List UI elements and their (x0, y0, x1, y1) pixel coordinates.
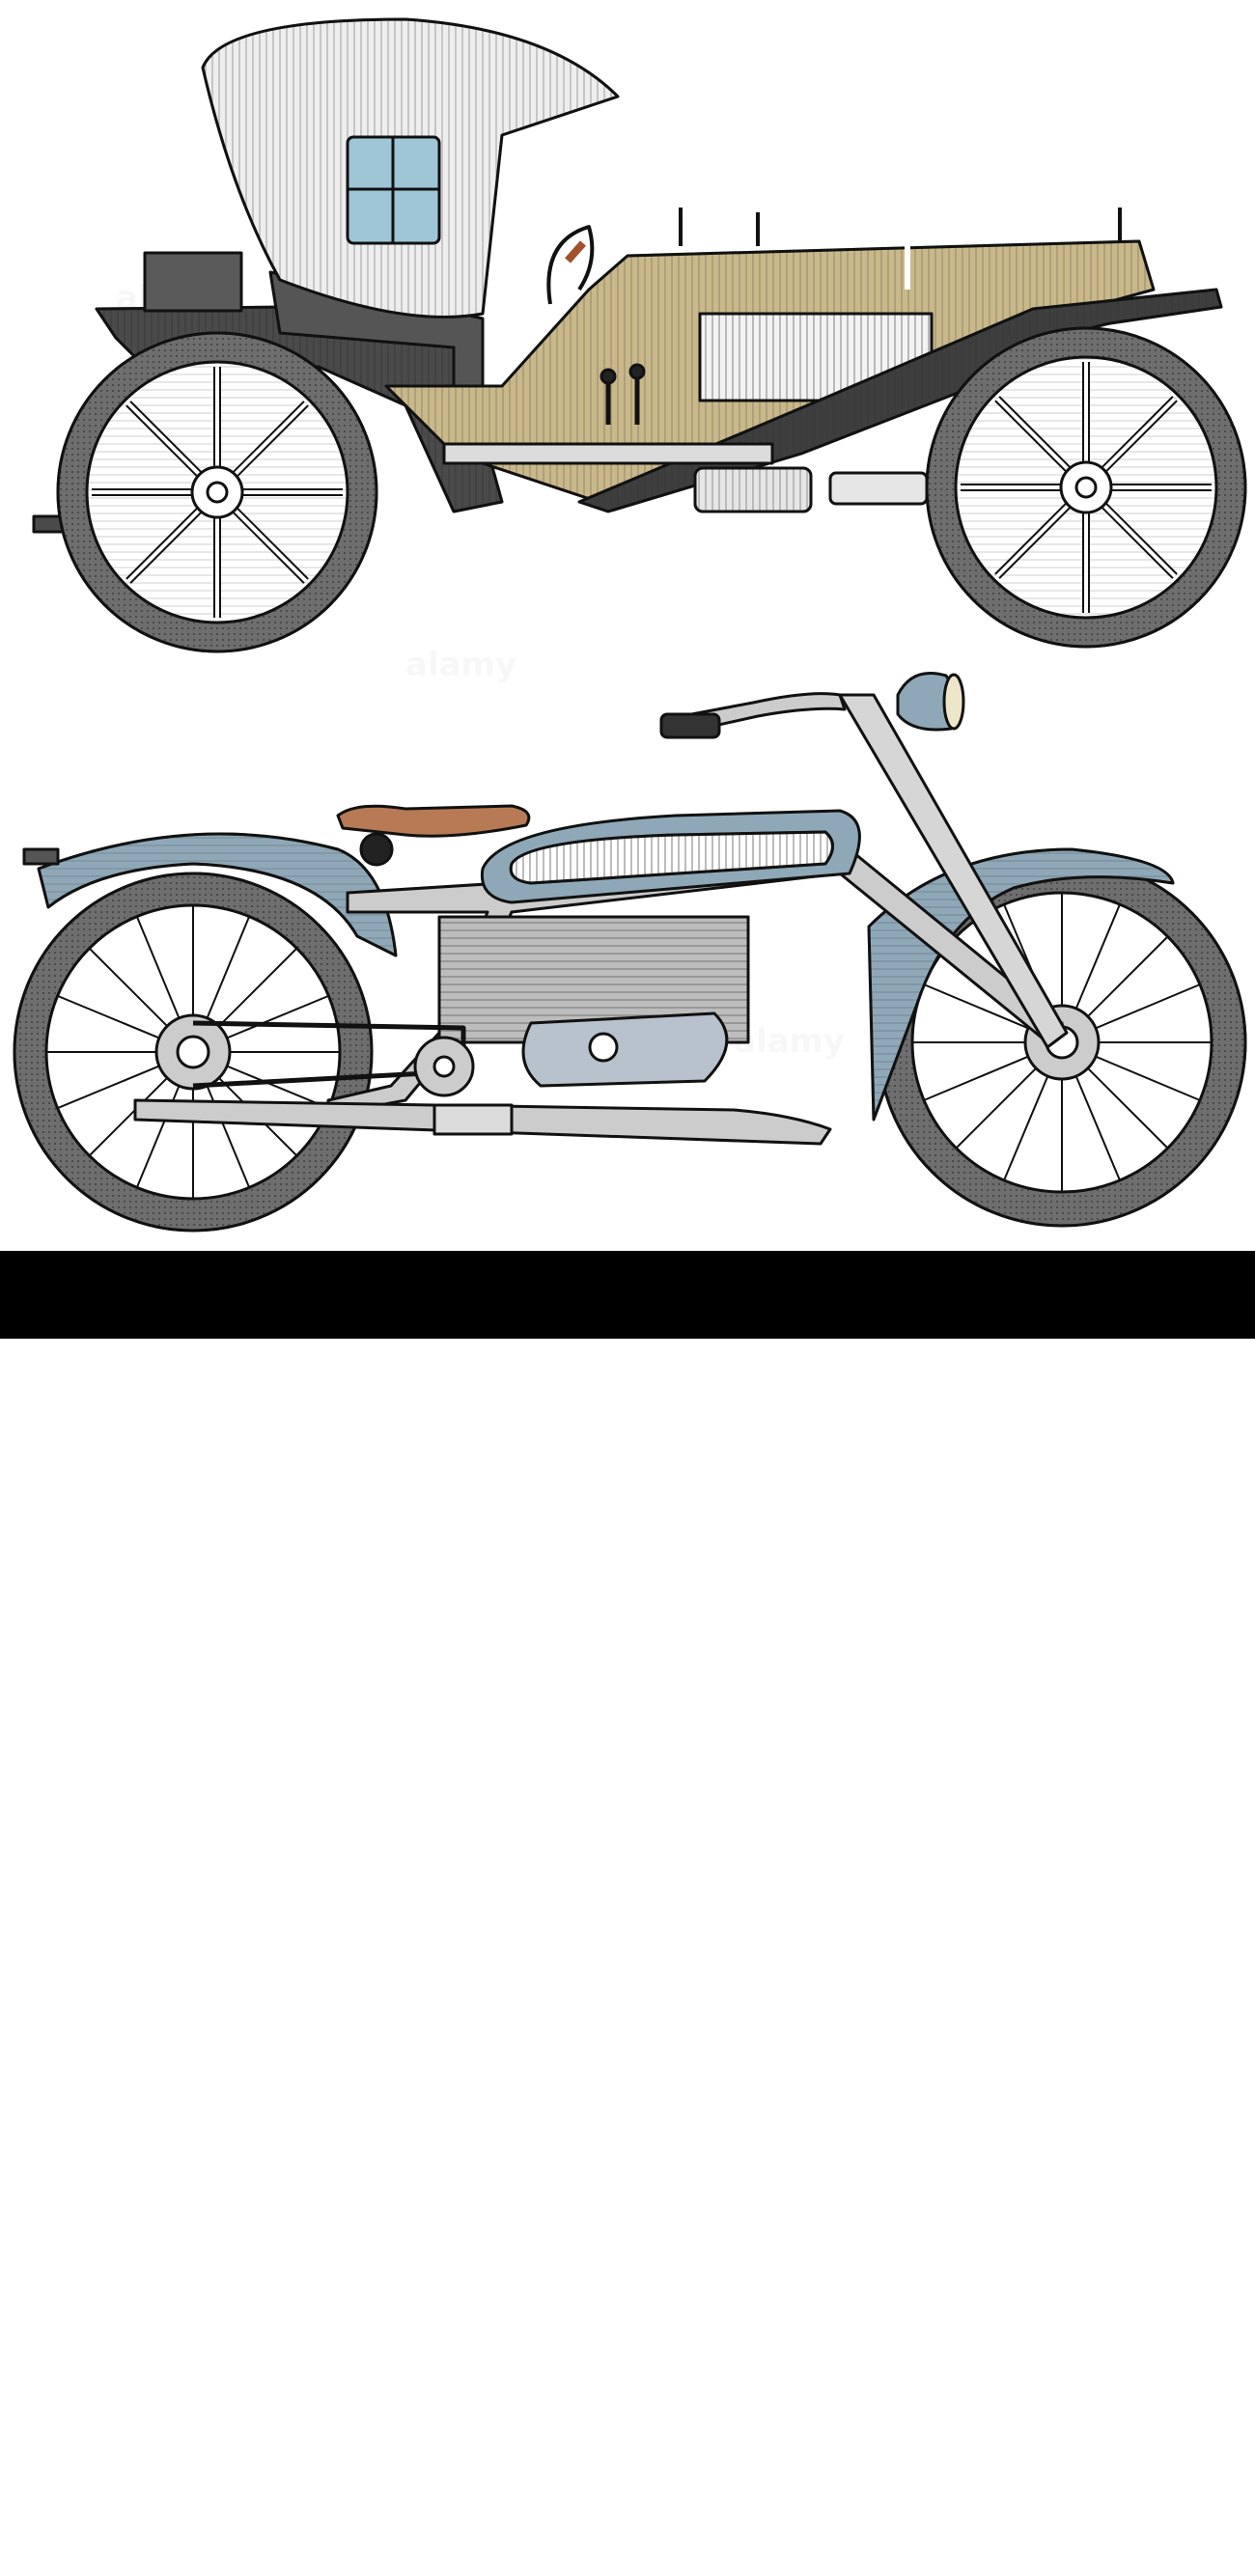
car-front-wheel (925, 326, 1247, 649)
moto-headlight (896, 672, 965, 732)
svg-text:alamy: alamy (32, 2519, 179, 2571)
car-running-board (442, 442, 774, 465)
illustration: alamy alamy alamy alamy alamy (13, 17, 1247, 1233)
vintage-motorcycle (13, 672, 1247, 1233)
steering-wheel (546, 225, 595, 305)
watermark-text: alamy (734, 1022, 845, 1061)
footer-bar: alamy JJF4N4 (0, 1251, 1255, 2571)
car-rear-wheel (56, 331, 378, 653)
image-id-label: JJF4N4 (1125, 2530, 1218, 2559)
moto-seat (336, 804, 531, 838)
moto-fork (838, 693, 1069, 1049)
moto-crankcase (521, 1011, 729, 1088)
alamy-logo: alamy (32, 2519, 180, 2571)
vintage-car (32, 17, 1247, 653)
watermark-text: alamy (405, 646, 516, 684)
car-seat-box (143, 251, 243, 313)
moto-rear-wheel (13, 872, 374, 1233)
